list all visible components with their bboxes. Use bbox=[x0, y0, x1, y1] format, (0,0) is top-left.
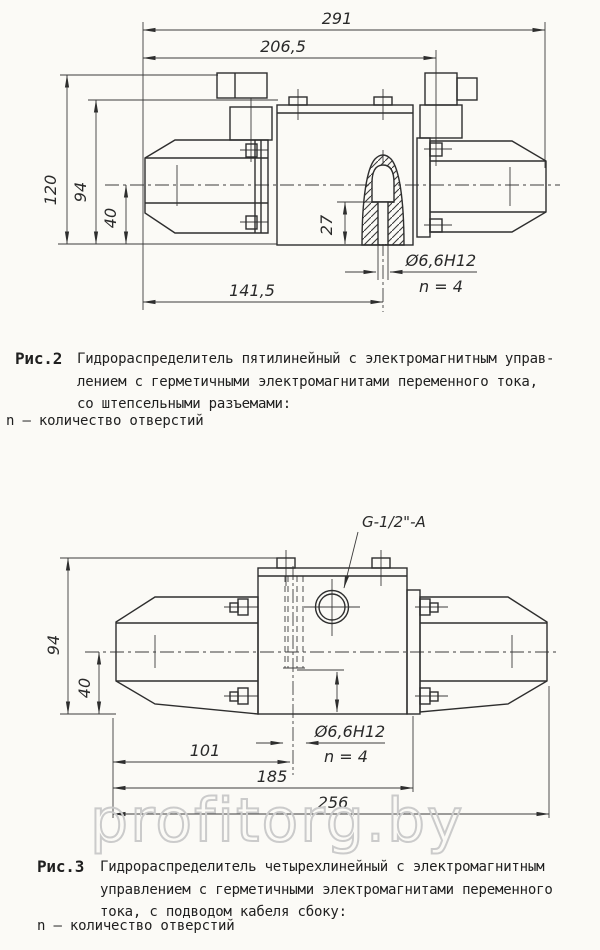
fig2-dim-hole-depth: 27 bbox=[317, 214, 336, 235]
figure2-note: n – количество отверстий bbox=[6, 413, 204, 429]
fig2-dim-width-overall: 291 bbox=[322, 9, 353, 28]
figure3-caption: Рис.3 Гидрораспределитель четырехлинейны… bbox=[37, 856, 553, 924]
figure2-caption-line3: со штепсельными разъемами: bbox=[77, 396, 291, 412]
fig2-hole-count: n = 4 bbox=[419, 277, 463, 296]
fig3-hole-spec: Ø6,6H12 bbox=[314, 722, 385, 741]
fig2-object-lines bbox=[144, 72, 547, 246]
fig3-object-lines bbox=[115, 557, 548, 715]
figure3-caption-line2: управлением с герметичными электромагнит… bbox=[100, 881, 553, 898]
figure3-note: n – количество отверстий bbox=[37, 918, 235, 934]
fig3-dim-width-mount1: 101 bbox=[190, 741, 221, 760]
fig3-thread-label: G-1/2"-A bbox=[362, 513, 426, 531]
fig2-dimension-lines bbox=[58, 22, 560, 312]
figure3-label: Рис.3 bbox=[37, 857, 85, 876]
fig2-dim-height-body: 94 bbox=[71, 182, 90, 202]
fig2-dim-height-overall: 120 bbox=[41, 175, 60, 206]
figure2-technical-drawing: 291 206,5 120 94 40 27 141,5 Ø6,6H12 n =… bbox=[41, 9, 560, 312]
figure3-caption-line1: Гидрораспределитель четырехлинейный с эл… bbox=[100, 859, 545, 875]
figure3-caption-line3: тока, с подводом кабеля сбоку: bbox=[100, 904, 347, 920]
figure3-caption-text: Гидрораспределитель четырехлинейный с эл… bbox=[100, 856, 553, 924]
fig3-dimension-lines bbox=[60, 531, 560, 818]
fig2-dim-width-body: 206,5 bbox=[260, 37, 306, 56]
figure2-label: Рис.2 bbox=[15, 349, 63, 368]
fig3-dim-height-body: 94 bbox=[44, 635, 63, 655]
figure2-caption-text: Гидрораспределитель пятилинейный с элект… bbox=[77, 348, 554, 416]
fig3-hole-count: n = 4 bbox=[324, 747, 368, 766]
fig2-hole-spec: Ø6,6H12 bbox=[405, 251, 476, 270]
figure2-caption-line1: Гидрораспределитель пятилинейный с элект… bbox=[77, 351, 555, 367]
figure2-caption: Рис.2 Гидрораспределитель пятилинейный с… bbox=[15, 348, 554, 416]
fig3-dim-width-overall: 256 bbox=[318, 793, 349, 812]
figure2-caption-line2: лением с герметичными электромагнитами п… bbox=[77, 373, 538, 390]
fig3-dim-width-mount2: 185 bbox=[257, 767, 288, 786]
fig2-dim-width-mount: 141,5 bbox=[229, 281, 275, 300]
fig3-dim-height-axis: 40 bbox=[75, 678, 94, 698]
figure3-technical-drawing: G-1/2"-A 94 40 101 185 256 Ø6,6H12 n = 4 bbox=[44, 513, 560, 818]
fig2-dim-height-axis: 40 bbox=[101, 208, 120, 228]
